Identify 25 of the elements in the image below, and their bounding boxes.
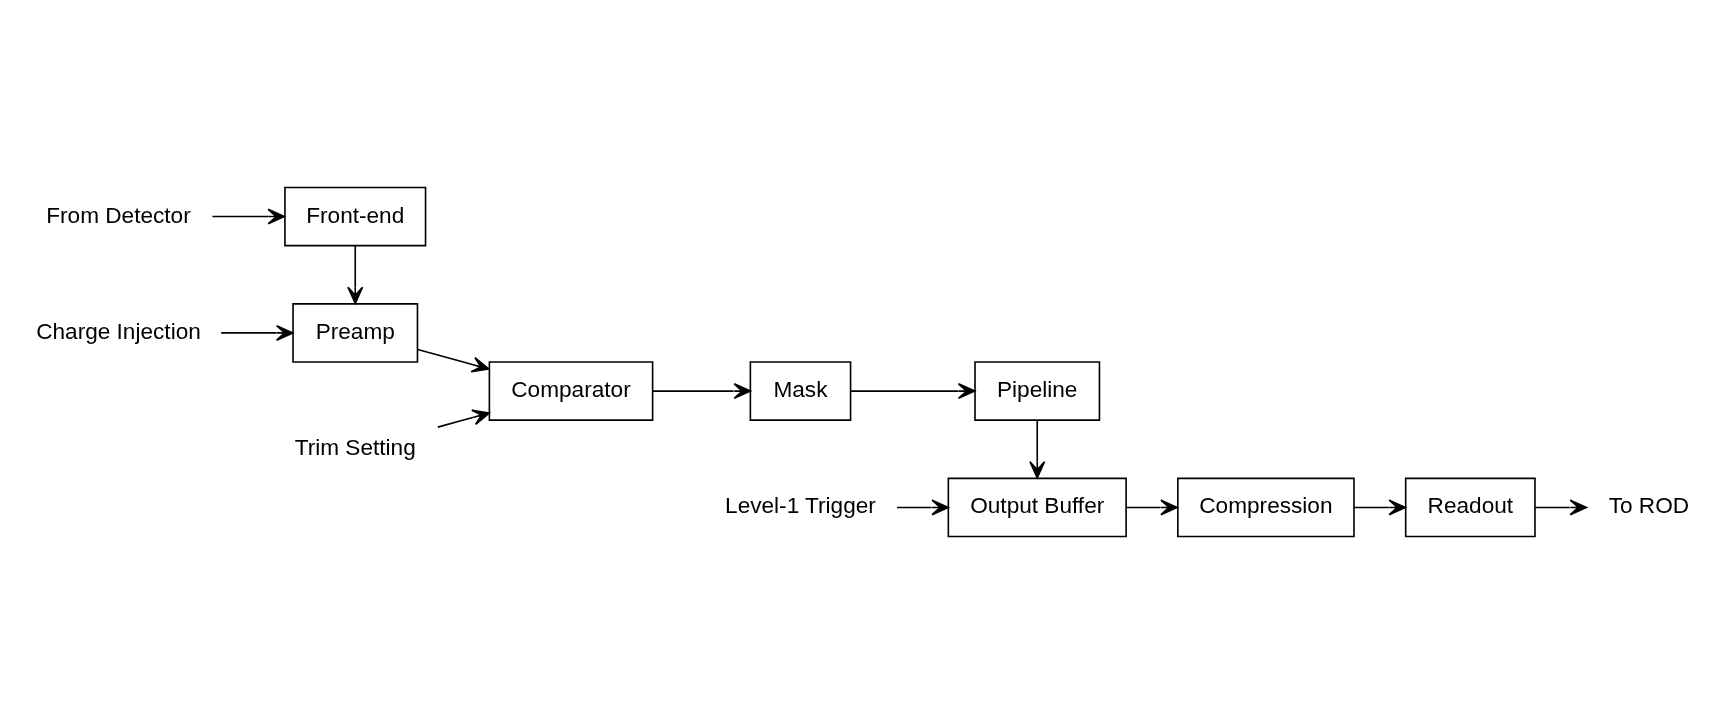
arrow	[347, 244, 364, 305]
arrow	[850, 383, 976, 400]
arrow	[652, 383, 752, 400]
arrow	[896, 499, 950, 516]
node-box: Output Buffer	[947, 477, 1127, 538]
node-box: Comparator	[488, 361, 654, 421]
node-text: Charge Injection	[36, 318, 201, 344]
arrow	[1353, 499, 1407, 516]
node-box: Readout	[1404, 477, 1536, 538]
node-text: Level-1 Trigger	[725, 493, 876, 519]
node-box: Front-end	[284, 186, 427, 247]
node-box: Compression	[1177, 477, 1355, 538]
node-box: Preamp	[292, 303, 419, 363]
node-text: From Detector	[46, 202, 191, 228]
arrow	[211, 208, 286, 225]
arrow	[416, 348, 490, 373]
arrow	[1125, 499, 1178, 516]
node-text: To ROD	[1608, 493, 1690, 519]
arrow	[220, 324, 294, 341]
node-box: Mask	[749, 361, 852, 421]
arrow	[437, 409, 491, 428]
arrow	[1534, 499, 1588, 516]
arrow	[1029, 419, 1046, 479]
node-text: Trim Setting	[294, 435, 416, 461]
node-box: Pipeline	[974, 361, 1101, 421]
